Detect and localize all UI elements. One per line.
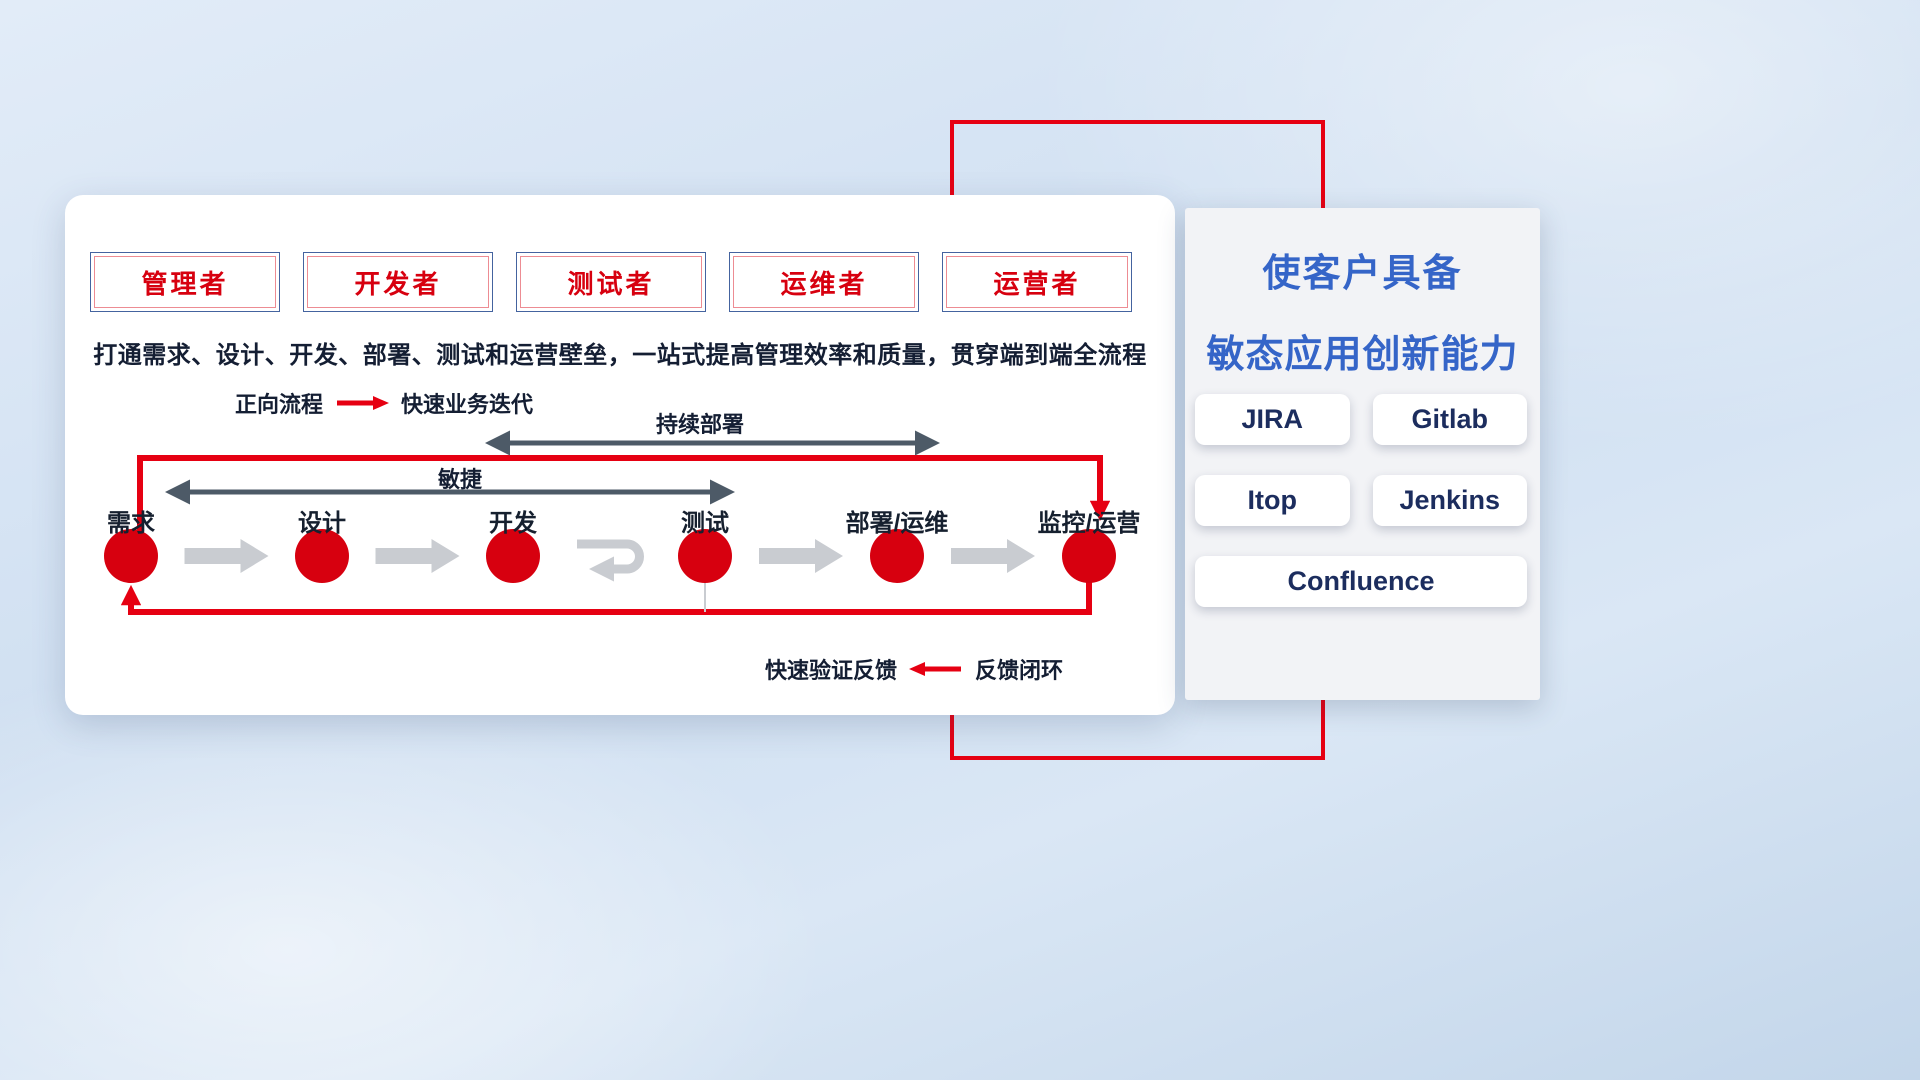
agile-label: 敏捷 (437, 467, 482, 492)
flow-node-circle (870, 529, 924, 583)
flow-node-circle (678, 529, 732, 583)
legend-forward-label: 正向流程 (235, 392, 324, 417)
panel-title-line1: 使客户具备 (1262, 253, 1463, 295)
feedback-loop-line (120, 575, 1092, 615)
role-label: 测试者 (567, 268, 655, 299)
legend-feedback-label: 快速验证反馈 (765, 658, 898, 683)
flow-arrow-icon (951, 539, 1035, 573)
devops-flow-card: 管理者 开发者 测试者 运维者 运营者 打通需求、设计、开发、部署、测试和运营壁… (65, 195, 1175, 715)
roles-row: 管理者 开发者 测试者 运维者 运营者 (90, 252, 1132, 312)
role-label: 管理者 (141, 268, 229, 299)
forward-arrow-icon (337, 396, 390, 410)
flow-node-circle (295, 529, 349, 583)
flow-connectors (104, 430, 1116, 615)
tool-gitlab: Gitlab (1372, 394, 1527, 445)
flow-node-label-test: 测试 (681, 510, 729, 537)
feedback-arrow-icon (909, 662, 962, 676)
flow-node-circle (104, 529, 158, 583)
tool-jira: JIRA (1195, 394, 1350, 445)
legend-forward-value: 快速业务迭代 (401, 392, 534, 417)
role-box-ops: 运维者 (729, 252, 919, 312)
flow-node-label-requirements: 需求 (107, 510, 155, 537)
flow-node-label-design: 设计 (298, 510, 346, 537)
role-label: 开发者 (354, 268, 442, 299)
flow-node-label-deploy-ops: 部署/运维 (845, 510, 949, 537)
panel-title-line2: 敏态应用创新能力 (1206, 334, 1519, 376)
flow-diagram: 正向流程 快速业务迭代 持续部署 敏捷 需求 设计 开发 测试 部署/运维 监控… (65, 385, 1175, 715)
flow-arrow-icon (375, 539, 460, 573)
loop-arrow-icon (577, 539, 644, 582)
role-box-developer: 开发者 (303, 252, 493, 312)
forward-loop-line (137, 455, 1111, 545)
tool-itop: Itop (1195, 475, 1350, 526)
role-label: 运营者 (993, 268, 1081, 299)
tool-confluence: Confluence (1195, 556, 1527, 607)
role-box-manager: 管理者 (90, 252, 280, 312)
flow-node-label-monitor-operate: 监控/运营 (1037, 510, 1141, 537)
panel-title: 使客户具备 敏态应用创新能力 (1185, 242, 1540, 378)
legend-feedback-value: 反馈闭环 (975, 658, 1064, 683)
tools-grid: JIRA Gitlab Itop Jenkins Confluence (1195, 394, 1527, 607)
flow-arrow-icon (184, 539, 269, 573)
tool-jenkins: Jenkins (1372, 475, 1527, 526)
role-box-tester: 测试者 (516, 252, 706, 312)
capability-panel: 使客户具备 敏态应用创新能力 JIRA Gitlab Itop Jenkins … (1185, 208, 1540, 700)
flow-arrow-icon (759, 539, 843, 573)
flow-node-label-develop: 开发 (489, 510, 537, 537)
role-label: 运维者 (780, 268, 868, 299)
flow-subtitle: 打通需求、设计、开发、部署、测试和运营壁垒，一站式提高管理效率和质量，贯穿端到端… (93, 342, 1147, 369)
flow-node-circle (1062, 529, 1116, 583)
legend-forward: 正向流程 快速业务迭代 (235, 387, 533, 419)
flow-node-circle (486, 529, 540, 583)
continuous-deploy-label: 持续部署 (655, 412, 744, 437)
legend-feedback: 快速验证反馈 反馈闭环 (765, 653, 1063, 685)
role-box-operator: 运营者 (942, 252, 1132, 312)
